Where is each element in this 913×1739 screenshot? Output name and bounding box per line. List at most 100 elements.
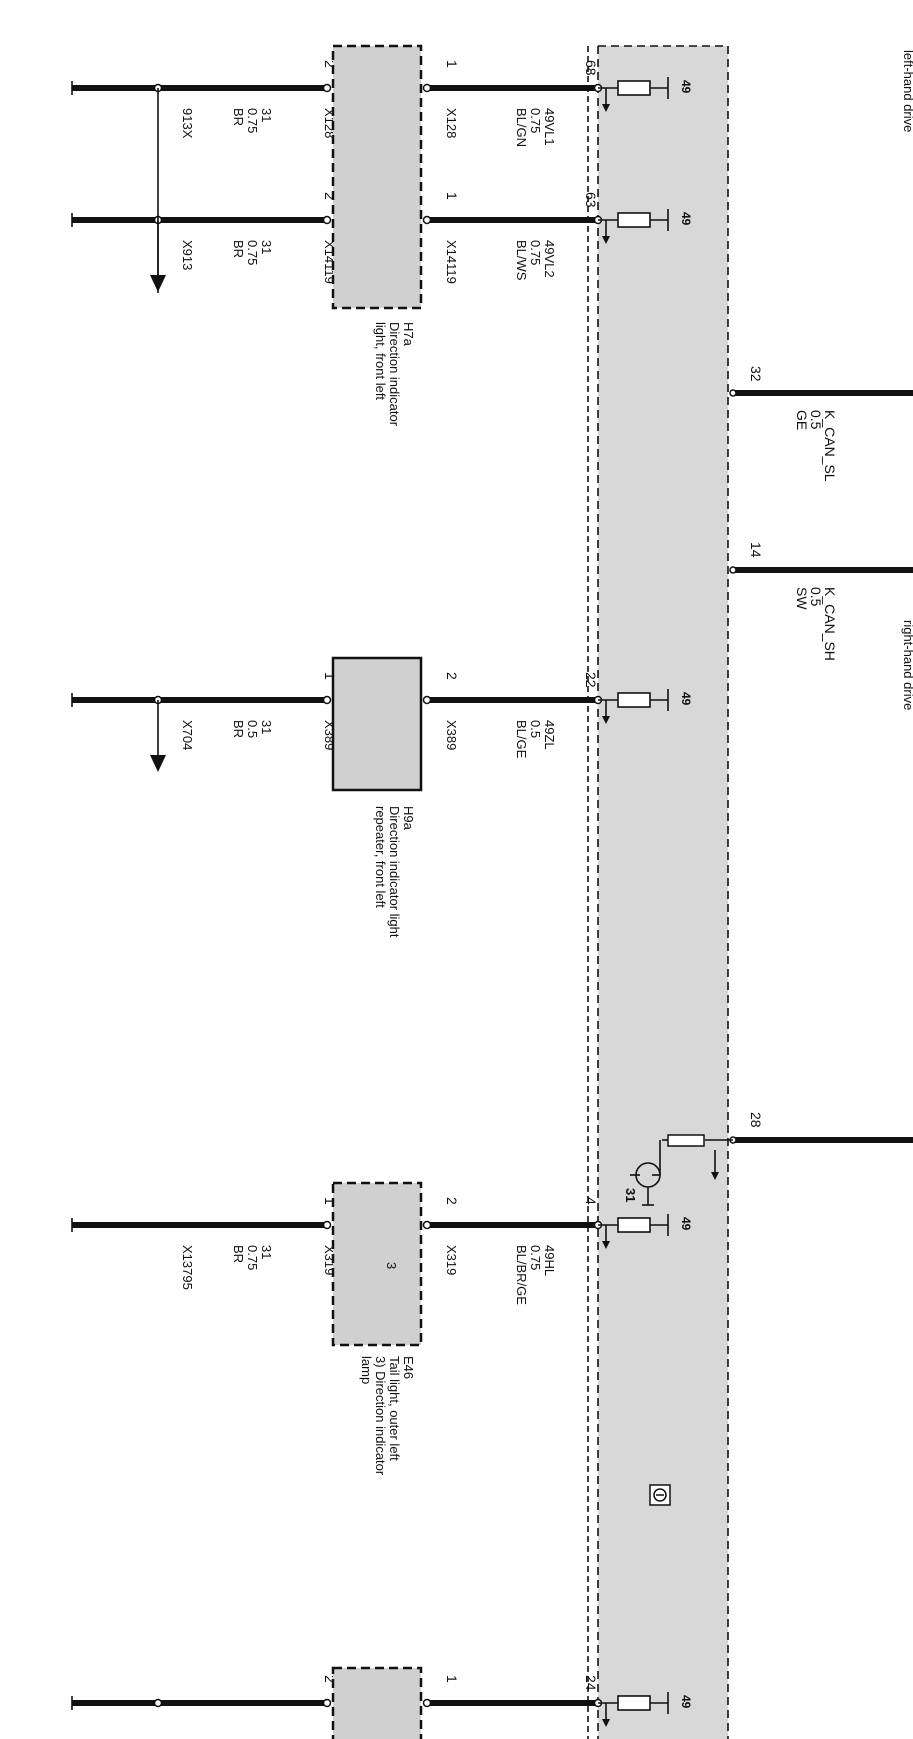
chip-icon — [649, 1484, 671, 1506]
ground-size-label: 0.5 — [245, 720, 260, 738]
can-color-label: GE — [794, 410, 810, 430]
component-desc: Direction indicator light — [387, 806, 402, 938]
can-line-28: 28 31 — [623, 1112, 913, 1206]
lamp-pin-connector — [322, 215, 332, 225]
ground-signal-label: 31 — [259, 1245, 274, 1259]
wire-size-label: 0.5 — [528, 720, 543, 738]
lamp-pin-connector — [422, 83, 432, 93]
component-e46-label: E46 Tail light, outer left 3) Direction … — [359, 1356, 416, 1476]
can-pin-label: 28 — [748, 1112, 764, 1128]
wire-color-label: BL/WS — [514, 240, 529, 281]
ground-size-label: 0.75 — [245, 1245, 260, 1270]
module-pin-label: 63 — [583, 192, 599, 208]
fuse-label: 49 — [679, 692, 693, 706]
can-color-label: SW — [794, 587, 810, 610]
wire-color-label: BL/GE — [514, 720, 529, 759]
module-pin-label: 24 — [583, 1675, 599, 1691]
ground-signal-label: 31 — [259, 108, 274, 122]
ground-signal-label: 31 — [259, 240, 274, 254]
wire-signal-label: 49HL — [542, 1245, 557, 1276]
ground-ref-label: 913X — [180, 108, 195, 139]
lamp-pin-label: 1 — [444, 192, 460, 200]
wire-color-label: BL/GN — [514, 108, 529, 147]
fuse-label: 49 — [679, 1695, 693, 1709]
lamp-pin-connector — [322, 83, 332, 93]
can-signal-label: K_CAN_SL — [822, 410, 838, 482]
component-desc: Tail light, outer left — [387, 1356, 402, 1461]
fuse-label: 49 — [679, 212, 693, 226]
component-h7a-box — [331, 44, 423, 310]
splice-connector — [153, 1698, 163, 1708]
module-fuse: 49 — [598, 209, 693, 244]
can-size-label: 0.5 — [808, 587, 824, 607]
ground-color-label: BR — [231, 720, 246, 738]
right-hand-drive-label: right-hand drive — [901, 620, 913, 710]
module-pin-label: 68 — [583, 60, 599, 76]
ground-color-label: BR — [231, 240, 246, 258]
can-signal-label: K_CAN_SH — [822, 587, 838, 661]
lamp-pin-label: 2 — [444, 672, 460, 680]
component-desc: Direction indicator — [387, 322, 402, 427]
connector-label: X389 — [444, 720, 459, 750]
lamp-pin-connector — [322, 695, 332, 705]
lamp-pin-connector — [422, 1698, 432, 1708]
component-code: E46 — [401, 1356, 416, 1379]
component-h9a-box — [331, 656, 423, 792]
wire-signal-label: 49VL2 — [542, 240, 557, 278]
ground-size-label: 0.75 — [245, 108, 260, 133]
ground-ref-label: X13795 — [180, 1245, 195, 1290]
component-code: H9a — [401, 806, 416, 831]
wire-size-label: 0.75 — [528, 1245, 543, 1270]
fuse-label: 49 — [679, 1217, 693, 1231]
component-desc: lamp — [359, 1356, 374, 1384]
component-desc: repeater, front left — [373, 806, 388, 908]
component-h7a-label: H7a Direction indicator light, front lef… — [373, 322, 416, 427]
ground-size-label: 0.75 — [245, 240, 260, 265]
ground-signal-label: 31 — [259, 720, 274, 734]
lamp-index-label: 3 — [384, 1262, 399, 1269]
connector-label: X319 — [444, 1245, 459, 1275]
wire-signal-label: 49ZL — [542, 720, 557, 750]
component-partial-box — [331, 1666, 423, 1739]
component-desc: 3) Direction indicator — [373, 1356, 388, 1476]
ground-ref-label: X913 — [180, 240, 195, 270]
control-module — [598, 46, 728, 1739]
lamp-pin-label: 2 — [322, 60, 338, 68]
lamp-pin-connector — [422, 695, 432, 705]
module-fuse: 49 — [598, 1692, 693, 1727]
can-pin-label: 32 — [748, 366, 764, 382]
connector-label: X128 — [444, 108, 459, 138]
fuse-label: 49 — [679, 80, 693, 94]
lamp-pin-label: 2 — [444, 1197, 460, 1205]
component-code: H7a — [401, 322, 416, 347]
module-fuse: 49 — [598, 77, 693, 112]
wire-color-label: BL/BR/GE — [514, 1245, 529, 1305]
lamp-pin-label: 1 — [444, 60, 460, 68]
lamp-pin-connector — [422, 215, 432, 225]
lamp-pin-label: 1 — [444, 1675, 460, 1683]
transistor-ground-label: 31 — [623, 1188, 638, 1202]
lamp-pin-connector — [322, 1220, 332, 1230]
component-h9a-label: H9a Direction indicator light repeater, … — [373, 806, 416, 938]
wire-size-label: 0.75 — [528, 240, 543, 265]
can-line-sh: 14 K_CAN_SH 0.5 SW — [729, 542, 913, 661]
component-e46-box — [331, 1181, 423, 1347]
ground-ref-label: X704 — [180, 720, 195, 750]
module-fuse: 49 — [598, 1214, 693, 1249]
lamp-pin-connector — [322, 1698, 332, 1708]
ground-color-label: BR — [231, 1245, 246, 1263]
lamp-pin-label: 2 — [322, 192, 338, 200]
lamp-pin-label: 1 — [322, 1197, 338, 1205]
module-fuse: 49 — [598, 689, 693, 724]
can-line-sl: 32 K_CAN_SL 0.5 GE — [729, 366, 913, 482]
lamp-pin-label: 2 — [322, 1675, 338, 1683]
ground-color-label: BR — [231, 108, 246, 126]
lamp-pin-label: 1 — [322, 672, 338, 680]
component-desc: light, front left — [373, 322, 388, 400]
left-hand-drive-label: left-hand drive — [901, 50, 913, 132]
wire-signal-label: 49VL1 — [542, 108, 557, 146]
lamp-pin-connector — [422, 1220, 432, 1230]
connector-label: X14119 — [444, 240, 459, 284]
